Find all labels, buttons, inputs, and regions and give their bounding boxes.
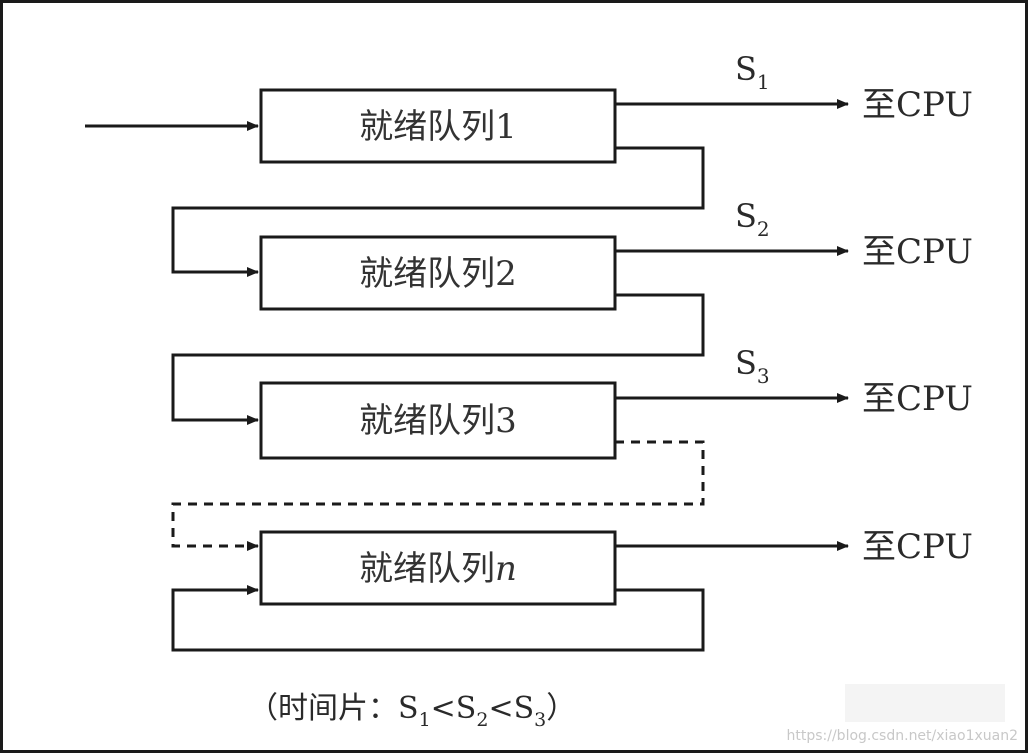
feedback-path-2-to-3 (171, 293, 705, 425)
time-slice-caption: （时间片：S1<S2<S3） (248, 691, 576, 731)
queue-label-n: 就绪队列n (359, 549, 517, 589)
feedback-path-1-to-2 (171, 146, 705, 277)
cpu-label-1: 至CPU (862, 85, 973, 125)
watermark-blur (845, 684, 1005, 722)
feedback-loop-n (171, 585, 705, 652)
time-slice-label-2: S2 (735, 197, 770, 241)
queue-label-2: 就绪队列2 (359, 254, 517, 294)
cpu-label-n: 至CPU (862, 527, 973, 567)
queue-box-n (259, 530, 617, 606)
watermark: https://blog.csdn.net/xiao1xuan2 (787, 728, 1019, 744)
queue-label-3: 就绪队列3 (359, 401, 517, 441)
cpu-label-3: 至CPU (862, 379, 973, 419)
queue-box-2 (259, 235, 617, 311)
time-slice-label-1: S1 (735, 50, 770, 94)
queue-label-1: 就绪队列1 (359, 107, 517, 147)
time-slice-label-3: S3 (735, 344, 770, 388)
queue-box-1 (259, 88, 617, 164)
feedback-path-3-to-n (171, 440, 705, 551)
cpu-label-2: 至CPU (862, 232, 973, 272)
queue-box-3 (259, 381, 617, 460)
